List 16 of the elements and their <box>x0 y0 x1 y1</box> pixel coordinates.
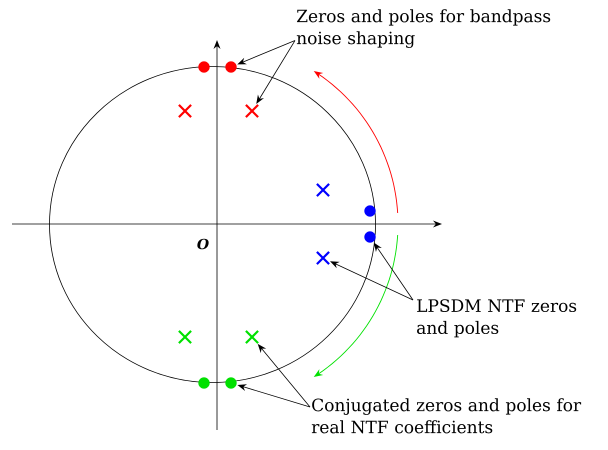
marker-dot <box>364 205 376 217</box>
marker-dot <box>198 377 210 389</box>
marker-dot <box>225 377 237 389</box>
cross-marker <box>178 104 192 118</box>
cross-marker <box>316 250 330 266</box>
marker-dot <box>198 61 210 73</box>
annotation-text: Zeros and poles for bandpass noise shaping <box>296 9 550 48</box>
annotation-text: Conjugated zeros and poles for real NTF coefficients <box>312 398 582 434</box>
cross-marker <box>244 104 260 118</box>
marker-dot <box>225 61 237 73</box>
cross-marker <box>244 330 260 344</box>
cross-marker <box>178 330 192 344</box>
origin-label: O <box>197 238 209 250</box>
marker-dot <box>364 231 376 243</box>
cross-marker <box>316 182 330 198</box>
annotation-text: LPSDM NTF zeros and poles <box>417 299 576 338</box>
